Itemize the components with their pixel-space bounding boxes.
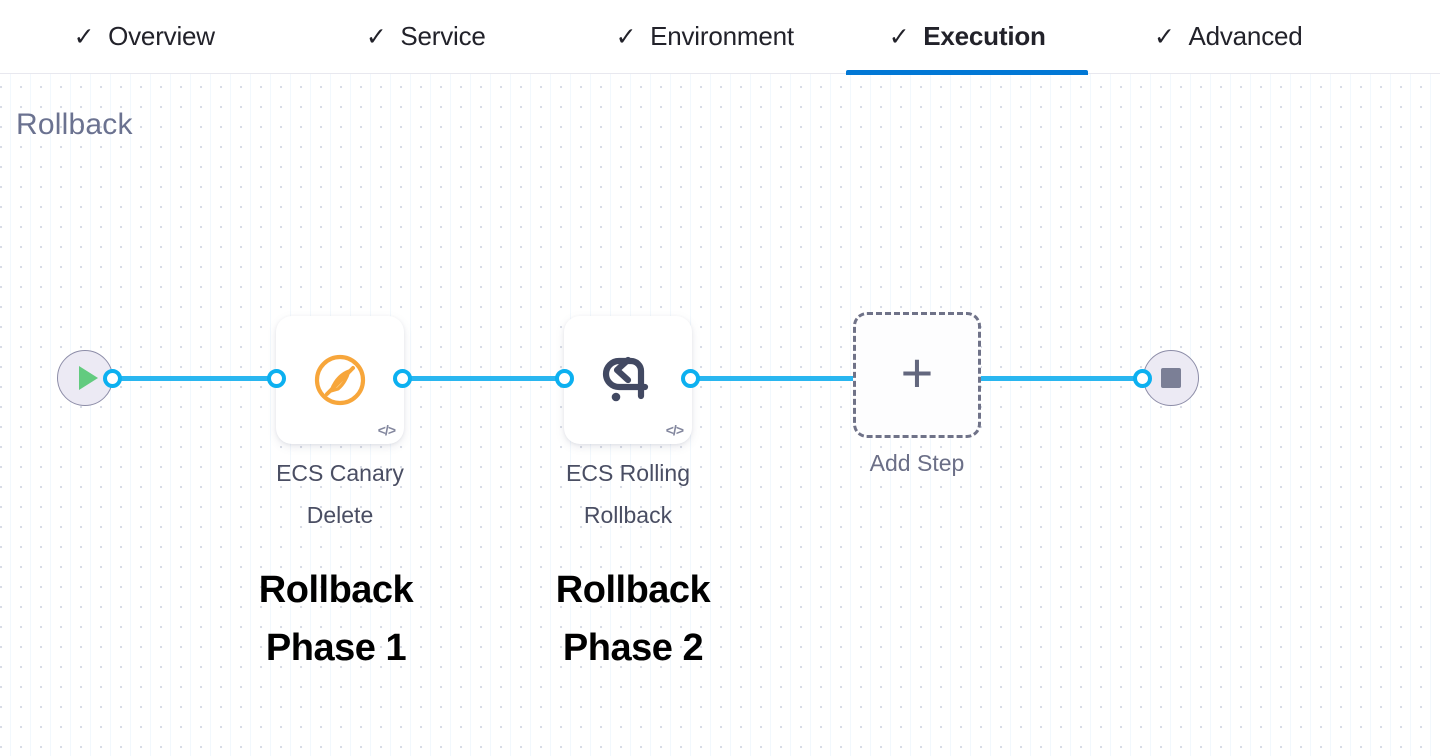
edge-addstep-to-end bbox=[972, 376, 1152, 381]
port-step2-output[interactable] bbox=[681, 369, 700, 388]
plus-icon: + bbox=[900, 341, 934, 404]
step-card[interactable]: </> bbox=[276, 316, 404, 444]
tab-overview[interactable]: ✓ Overview bbox=[0, 0, 288, 74]
section-title-rollback: Rollback bbox=[16, 108, 133, 141]
edge-start-to-step1 bbox=[105, 376, 285, 381]
code-icon[interactable]: </> bbox=[665, 422, 684, 438]
tab-service[interactable]: ✓ Service bbox=[288, 0, 563, 74]
tab-environment[interactable]: ✓ Environment bbox=[563, 0, 846, 74]
ecs-canary-delete-icon bbox=[314, 354, 366, 406]
step-label: ECS Canary Delete bbox=[250, 452, 430, 536]
edge-step2-to-addstep bbox=[683, 376, 873, 381]
check-icon: ✓ bbox=[888, 22, 910, 51]
step-label-line2: Rollback bbox=[583, 502, 673, 528]
step-label-line2: Delete bbox=[306, 502, 374, 528]
add-step-button[interactable]: + bbox=[853, 312, 981, 438]
add-step-node[interactable]: + Add Step bbox=[853, 312, 981, 476]
annotation-rollback-phase-1: Rollback Phase 1 bbox=[206, 561, 466, 677]
tab-label: Environment bbox=[650, 21, 794, 51]
step-label-line1: ECS Canary bbox=[276, 460, 404, 486]
annotation-rollback-phase-2: Rollback Phase 2 bbox=[503, 561, 763, 677]
port-step2-input[interactable] bbox=[555, 369, 574, 388]
tab-execution[interactable]: ✓ Execution bbox=[846, 0, 1088, 75]
port-step1-input[interactable] bbox=[267, 369, 286, 388]
pipeline-tab-bar: ✓ Overview ✓ Service ✓ Environment ✓ Exe… bbox=[0, 0, 1440, 75]
check-icon: ✓ bbox=[365, 22, 387, 51]
step-node-ecs-rolling-rollback[interactable]: </> ECS Rolling Rollback bbox=[564, 316, 692, 528]
code-icon[interactable]: </> bbox=[377, 422, 396, 438]
check-icon: ✓ bbox=[73, 22, 95, 51]
edge-step1-to-step2 bbox=[395, 376, 575, 381]
annotation-line-2: Phase 1 bbox=[265, 627, 407, 669]
step-label: ECS Rolling Rollback bbox=[538, 452, 718, 536]
port-end-input[interactable] bbox=[1133, 369, 1152, 388]
tab-label: Execution bbox=[923, 21, 1046, 51]
annotation-line-1: Rollback bbox=[258, 569, 414, 611]
step-card[interactable]: </> bbox=[564, 316, 692, 444]
check-icon: ✓ bbox=[1153, 22, 1175, 51]
annotation-line-1: Rollback bbox=[555, 569, 711, 611]
tab-underline-active bbox=[846, 69, 1088, 75]
play-icon bbox=[78, 366, 98, 390]
step-node-ecs-canary-delete[interactable]: </> ECS Canary Delete bbox=[276, 316, 404, 528]
annotation-line-2: Phase 2 bbox=[562, 627, 704, 669]
add-step-label: Add Step bbox=[869, 450, 965, 476]
tab-label: Overview bbox=[108, 21, 215, 51]
tab-label: Advanced bbox=[1188, 21, 1303, 51]
port-step1-output[interactable] bbox=[393, 369, 412, 388]
step-label-line1: ECS Rolling bbox=[566, 460, 690, 486]
rollback-arrow-icon bbox=[602, 356, 649, 402]
port-start-output[interactable] bbox=[103, 369, 122, 388]
tab-label: Service bbox=[400, 21, 486, 51]
check-icon: ✓ bbox=[615, 22, 637, 51]
stop-icon bbox=[1161, 368, 1181, 388]
pipeline-canvas[interactable]: Rollback bbox=[0, 74, 1440, 756]
tab-advanced[interactable]: ✓ Advanced bbox=[1088, 0, 1368, 74]
pipeline-graph: </> ECS Canary Delete </> bbox=[0, 74, 1440, 756]
graph-edges bbox=[0, 74, 1440, 756]
